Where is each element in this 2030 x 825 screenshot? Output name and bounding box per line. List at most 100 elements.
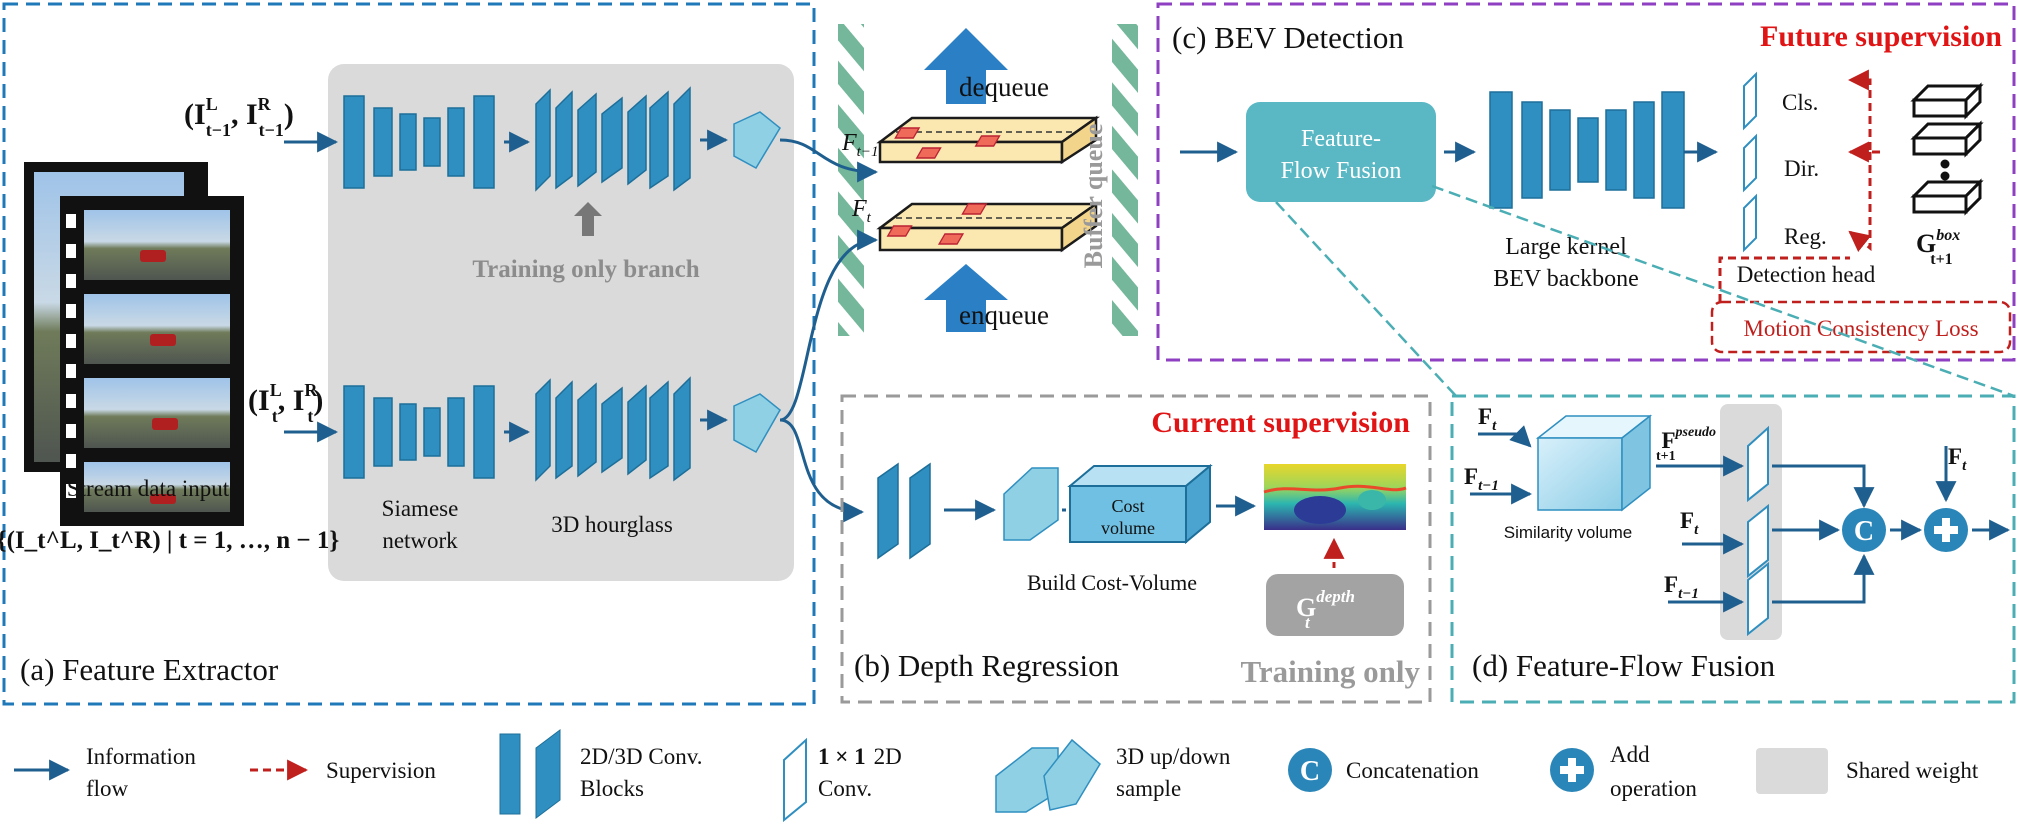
panel-a-title: (a) Feature Extractor (20, 652, 279, 687)
legend-updown-1: 3D up/down (1116, 744, 1231, 769)
concat-symbol: C (1854, 516, 1874, 547)
future-supervision-reg (1848, 152, 1872, 253)
cost-volume-cube (1067, 463, 1213, 545)
downsample-block (1003, 467, 1059, 541)
panel-c-title: (c) BEV Detection (1172, 20, 1404, 55)
panel-depth-regression: Current supervision Cost volume Build Co… (840, 394, 1432, 704)
panel-bev-detection: (c) BEV Detection Future supervision Fea… (1156, 2, 2016, 398)
arrow-to-fcur (779, 229, 879, 422)
depth-2d-blocks (877, 462, 931, 560)
stream-data-label: Stream data input (67, 476, 230, 501)
film-strip-front (60, 196, 244, 526)
legend-shared-swatch (1756, 748, 1828, 794)
siamese-label-1: Siamese (382, 496, 459, 521)
dequeue-arrow-icon (924, 28, 1008, 104)
hourglass-bottom (535, 376, 691, 482)
legend-supervision-label: Supervision (326, 758, 436, 783)
panel-b-border (840, 394, 1432, 704)
d-ft-label-right: Ft (1948, 444, 1967, 474)
d-arrow-conv3-concat (1772, 553, 1875, 604)
legend-concat-symbol: C (1300, 756, 1320, 787)
bev-backbone-blocks (1489, 91, 1685, 209)
concat-icon (1842, 508, 1886, 552)
feature-map-cur (876, 201, 1100, 253)
arrow-to-fprev (779, 138, 879, 183)
siamese-label-2: network (382, 528, 458, 553)
legend-add-2: operation (1610, 776, 1697, 801)
head-reg-label: Reg. (1784, 224, 1827, 249)
legend-1x1-line2: Conv. (818, 776, 872, 801)
legend-2d-block (499, 733, 521, 815)
legend-updown-2: sample (1116, 776, 1181, 801)
build-cost-volume-label: Build Cost-Volume (1027, 570, 1197, 595)
box-stack-icon (1910, 82, 1984, 216)
cost-volume-label-2: volume (1101, 518, 1155, 538)
legend-add-1: Add (1610, 742, 1650, 767)
legend-conv-2: Blocks (580, 776, 644, 801)
panel-d-border (1450, 394, 2016, 704)
legend-3d-block (535, 729, 561, 819)
detection-head (1743, 71, 1757, 253)
up-arrow-icon (574, 202, 602, 236)
motion-consistency-label: Motion Consistency Loss (1743, 316, 1978, 341)
legend-info-flow-1: Information (86, 744, 196, 769)
d-1x1-convs (1747, 425, 1769, 637)
upsample-top (733, 111, 781, 170)
f-prev-label: Ft−1 (841, 130, 878, 160)
buffer-queue-label: Buffer queue (1079, 124, 1108, 269)
backbone-label-2: BEV backbone (1493, 266, 1639, 292)
hourglass-label: 3D hourglass (551, 512, 673, 537)
add-icon (1924, 508, 1968, 552)
future-supervision-arrows (1847, 69, 1872, 150)
legend-1x1-conv (783, 737, 807, 823)
legend: Information flow Supervision 2D/3D Conv.… (14, 729, 1979, 823)
enqueue-label: enqueue (959, 300, 1049, 330)
fusion-box-label-2: Flow Fusion (1281, 158, 1402, 184)
backbone-label-1: Large kernel (1505, 234, 1627, 260)
panel-d-title: (d) Feature-Flow Fusion (1472, 648, 1776, 683)
queue-hatch-left (838, 24, 864, 336)
current-supervision-title: Current supervision (1151, 406, 1410, 439)
legend-updown-icon (995, 738, 1101, 813)
gt-depth-box (1266, 574, 1404, 636)
queue-hatch-right (1112, 24, 1138, 336)
motion-consistency-box (1710, 300, 2012, 354)
upsample-bottom (733, 393, 781, 454)
cost-volume-label-1: Cost (1111, 496, 1144, 516)
depth-map-image (1263, 464, 1407, 530)
d-ft-label-mid: Ft (1680, 508, 1699, 538)
d-ft1-label-bottom: Ft−1 (1664, 572, 1699, 602)
zoom-line-right (1431, 184, 2015, 398)
buffer-queue: dequeue enqueue Ft−1 Ft Buffer queue (779, 24, 1138, 523)
d-arrow-conv1-concat (1772, 464, 1875, 509)
head-cls-label: Cls. (1782, 90, 1818, 115)
d-ft-label-top: Ft (1478, 404, 1497, 434)
feature-map-prev (876, 115, 1100, 165)
head-dir-label: Dir. (1784, 156, 1819, 181)
similarity-volume-cube (1535, 414, 1653, 512)
legend-shared-label: Shared weight (1846, 758, 1979, 783)
training-only-label: Training only (1241, 654, 1421, 689)
legend-concat-icon (1288, 748, 1332, 792)
future-supervision-title: Future supervision (1760, 20, 2002, 53)
legend-add-icon (1550, 748, 1594, 792)
detection-head-label: Detection head (1737, 262, 1876, 287)
legend-info-flow-2: flow (86, 776, 129, 801)
enqueue-arrow-icon (924, 264, 1008, 332)
panel-c-border (1156, 2, 2016, 362)
similarity-volume-label: Similarity volume (1504, 523, 1632, 542)
d-ft1-label-top: Ft−1 (1464, 464, 1499, 494)
legend-conv-1: 2D/3D Conv. (580, 744, 702, 769)
dequeue-label: dequeue (959, 72, 1049, 102)
siamese-network-top (343, 95, 495, 189)
siamese-network-bottom (343, 385, 495, 479)
